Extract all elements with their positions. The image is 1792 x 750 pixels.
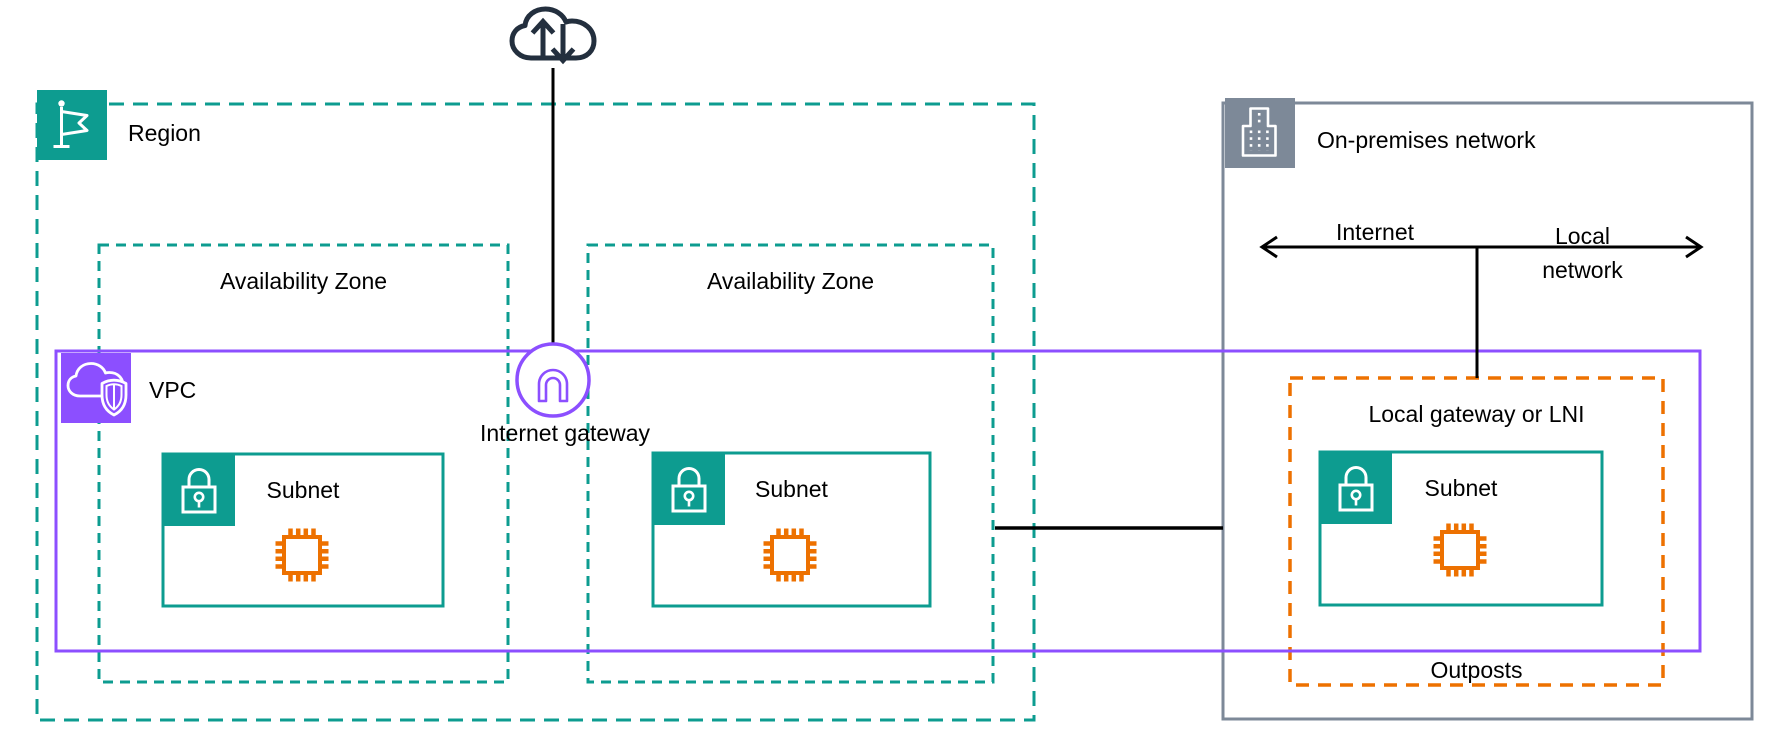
- availability-zone-2-label: Availability Zone: [706, 268, 875, 294]
- vpc-label: VPC: [149, 377, 197, 403]
- local-network-line2: network: [1542, 257, 1623, 283]
- internet-gateway-label: Internet gateway: [479, 420, 651, 446]
- availability-zone-1-label: Availability Zone: [219, 268, 388, 294]
- subnet-3-label: Subnet: [1424, 475, 1498, 501]
- vpc-cloud-shield-icon: [61, 353, 131, 423]
- local-network-line1: Local: [1555, 223, 1610, 249]
- region-box: [35, 102, 1036, 722]
- availability-zone-2-box: [586, 243, 995, 684]
- subnet-3-box: [1318, 450, 1604, 607]
- availability-zone-1-box: [97, 243, 510, 684]
- instance-chip-icon: [761, 526, 819, 584]
- internet-gateway-icon: [515, 342, 591, 418]
- subnet-3-lock-icon: [1320, 452, 1392, 524]
- internet-cloud-icon: [505, 4, 601, 70]
- subnet-1-label: Subnet: [266, 477, 340, 503]
- subnet-2-label: Subnet: [755, 476, 828, 502]
- subnet-2-lock-icon: [653, 453, 725, 525]
- subnet-1-lock-icon: [163, 454, 235, 526]
- local-gateway-label: Local gateway or LNI: [1368, 401, 1585, 427]
- outposts-label: Outposts: [1430, 657, 1523, 683]
- instance-chip-icon: [1431, 521, 1489, 579]
- on-premises-label: On-premises network: [1317, 127, 1536, 153]
- on-premises-box: [1221, 101, 1754, 721]
- local-network-arrow-label: Local network: [1485, 219, 1680, 287]
- instance-chip-icon: [273, 526, 331, 584]
- internet-arrow-label: Internet: [1336, 219, 1414, 245]
- subnet-2-box: [651, 451, 932, 608]
- internet-local-arrow: [1259, 235, 1704, 259]
- region-label: Region: [128, 120, 201, 146]
- vpc-box: [54, 349, 1702, 653]
- region-flag-icon: [37, 90, 107, 160]
- subnet-1-box: [161, 452, 445, 608]
- on-premises-building-icon: [1225, 98, 1295, 168]
